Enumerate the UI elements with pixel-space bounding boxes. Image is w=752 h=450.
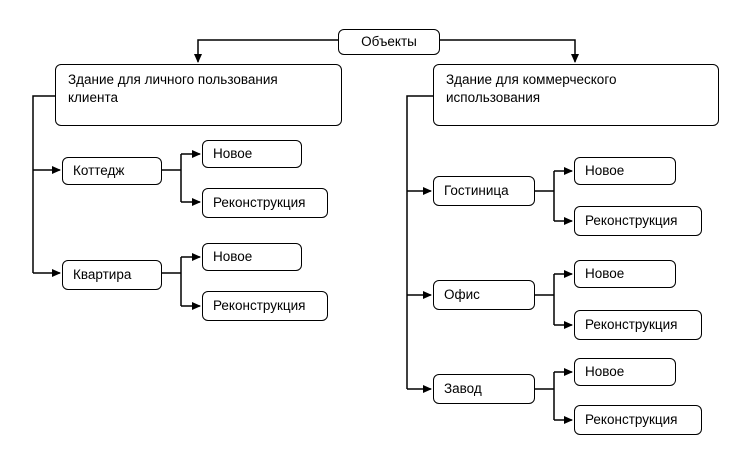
- type-node-cottage: Коттедж: [62, 157, 162, 185]
- type-node-office: Офис: [433, 280, 535, 310]
- hotel-connector: [535, 171, 555, 221]
- option-node-reconstruction: Реконструкция: [202, 291, 328, 321]
- right-branch-spine: [406, 95, 433, 389]
- option-node-new: Новое: [202, 140, 302, 168]
- type-node-hotel: Гостиница: [433, 176, 535, 206]
- option-node-reconstruction: Реконструкция: [574, 206, 702, 236]
- factory-connector: [535, 372, 555, 420]
- branch-node-commercial: Здание для коммерческого использования: [433, 64, 719, 126]
- option-label: Новое: [585, 364, 625, 379]
- option-label: Реконструкция: [585, 213, 678, 228]
- option-label: Реконструкция: [585, 317, 678, 332]
- option-label: Новое: [585, 266, 625, 281]
- branch-label: Здание для коммерческого использования: [446, 72, 617, 105]
- type-label: Коттедж: [73, 163, 125, 178]
- branch-node-personal: Здание для личного пользования клиента: [55, 64, 342, 126]
- type-label: Офис: [444, 287, 480, 302]
- left-branch-spine: [32, 95, 55, 273]
- option-node-new: Новое: [574, 260, 676, 288]
- type-label: Квартира: [73, 267, 132, 282]
- root-node: Объекты: [338, 29, 440, 55]
- option-node-new: Новое: [202, 243, 302, 271]
- cottage-connector: [162, 154, 182, 202]
- option-node-new: Новое: [574, 358, 676, 386]
- root-to-branch-right: [440, 39, 579, 63]
- type-node-apartment: Квартира: [62, 260, 162, 290]
- root-label: Объекты: [361, 34, 417, 49]
- type-label: Завод: [444, 381, 482, 396]
- option-node-new: Новое: [574, 157, 676, 185]
- type-label: Гостиница: [444, 183, 509, 198]
- root-to-branch-left: [194, 39, 338, 63]
- option-label: Реконструкция: [213, 195, 306, 210]
- type-node-factory: Завод: [433, 374, 535, 404]
- option-node-reconstruction: Реконструкция: [202, 188, 328, 218]
- option-node-reconstruction: Реконструкция: [574, 310, 702, 340]
- option-label: Новое: [213, 146, 253, 161]
- option-label: Новое: [213, 249, 253, 264]
- apartment-connector: [162, 257, 182, 306]
- office-connector: [535, 274, 555, 325]
- option-node-reconstruction: Реконструкция: [574, 405, 702, 435]
- option-label: Реконструкция: [585, 412, 678, 427]
- option-label: Новое: [585, 163, 625, 178]
- option-label: Реконструкция: [213, 298, 306, 313]
- branch-label: Здание для личного пользования клиента: [68, 72, 278, 105]
